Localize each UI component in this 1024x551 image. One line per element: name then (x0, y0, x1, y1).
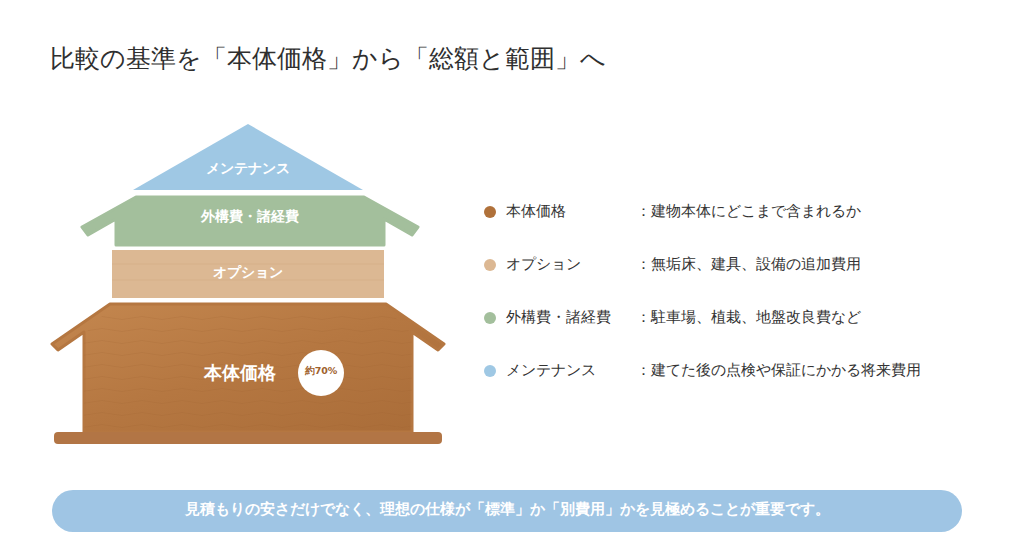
node-label: オプション (112, 264, 384, 281)
node-label: 約70% (298, 365, 344, 376)
title: 比較の基準を「本体価格」から「総額と範囲」へ (50, 42, 606, 75)
cost-band: 外構費・諸経費 (82, 195, 418, 247)
legend-description: ：駐車場、植栽、地盤改良費など (636, 308, 861, 326)
legend-swatch (484, 206, 496, 218)
node-label: メンテナンス (133, 160, 363, 177)
main-body: 本体価格 約70% (52, 300, 444, 446)
percent-circle: 約70% (298, 350, 344, 396)
legend-description: ：無垢床、建具、設備の追加費用 (636, 255, 861, 273)
legend-text: 本体価格 (506, 202, 566, 220)
roof-band: メンテナンス (133, 122, 363, 192)
option-band: オプション (112, 250, 384, 298)
legend-text: 外構費・諸経費 (506, 308, 611, 326)
legend-swatch (484, 312, 496, 324)
legend-text: オプション (506, 255, 581, 273)
node-label: 見積もりの安さだけでなく、理想の仕様が「標準」か「別費用」かを見極めることが重要… (52, 500, 962, 518)
roof-band-shape (133, 122, 363, 192)
legend-description: ：建物本体にどこまで含まれるか (636, 202, 861, 220)
legend-description: ：建てた後の点検や保証にかかる将来費用 (636, 361, 921, 379)
node-label: 外構費・諸経費 (82, 208, 418, 225)
legend-text: メンテナンス (506, 361, 596, 379)
node-label: 本体価格 (204, 362, 276, 384)
message-banner: 見積もりの安さだけでなく、理想の仕様が「標準」か「別費用」かを見極めることが重要… (52, 490, 962, 532)
legend-swatch (484, 365, 496, 377)
legend-swatch (484, 259, 496, 271)
